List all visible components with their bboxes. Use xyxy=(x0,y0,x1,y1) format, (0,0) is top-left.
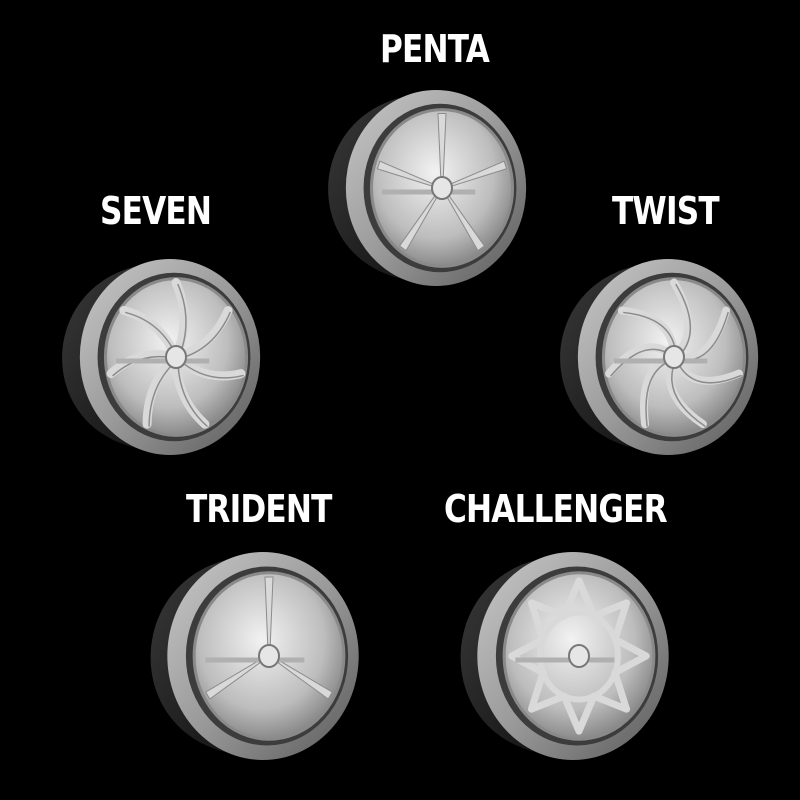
barrel-ring xyxy=(369,108,515,268)
label-penta: PENTA xyxy=(380,27,490,71)
wheel-seven-graphic xyxy=(62,259,261,455)
barrel-ring xyxy=(192,571,346,741)
hub xyxy=(568,644,590,668)
hub xyxy=(165,345,187,369)
label-seven: SEVEN xyxy=(100,189,212,233)
wheel-penta xyxy=(296,78,536,298)
hub xyxy=(258,644,280,668)
barrel-ring xyxy=(502,571,656,741)
wheel-challenger-graphic xyxy=(460,552,669,760)
label-twist: TWIST xyxy=(612,189,720,233)
wheel-twist-graphic xyxy=(560,259,759,455)
label-trident: TRIDENT xyxy=(186,487,332,531)
label-challenger: CHALLENGER xyxy=(444,487,668,531)
wheel-trident-graphic xyxy=(150,552,359,760)
hub xyxy=(431,176,453,200)
hub xyxy=(663,345,685,369)
wheel-seven xyxy=(30,242,270,472)
wheel-twist xyxy=(528,242,768,472)
wheel-challenger xyxy=(428,534,678,774)
spokes xyxy=(508,577,650,735)
wheel-trident xyxy=(118,534,368,774)
wheel-penta-graphic xyxy=(328,90,527,286)
